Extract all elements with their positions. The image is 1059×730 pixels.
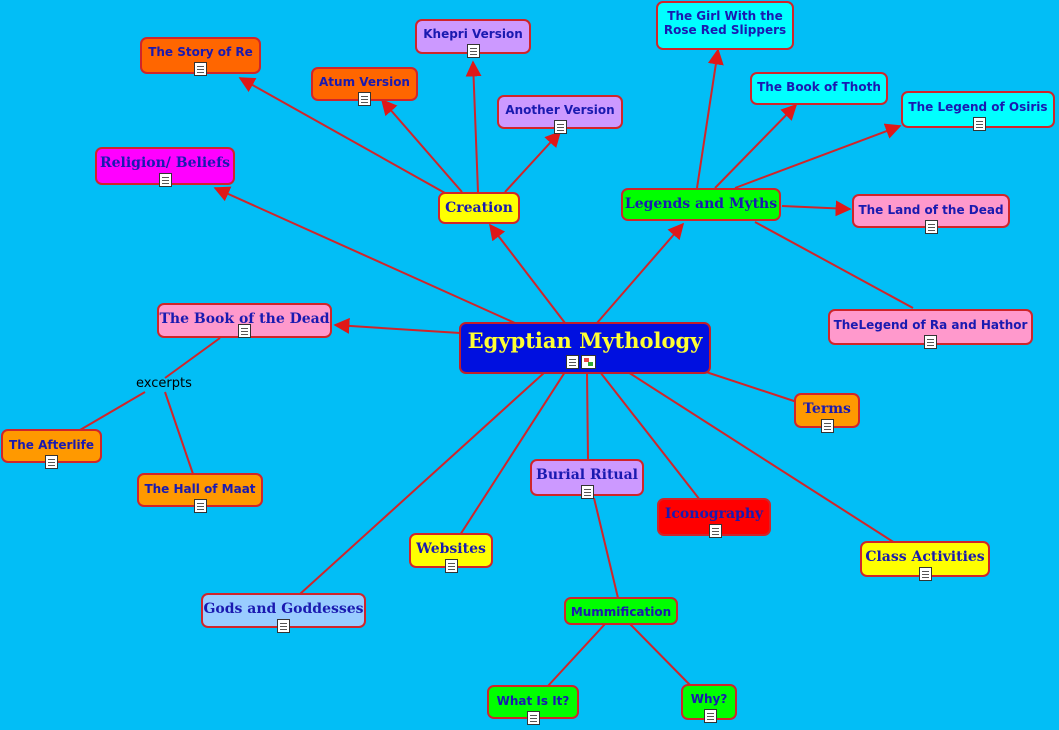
- node-creation[interactable]: Creation: [438, 192, 520, 224]
- document-icon[interactable]: [709, 524, 722, 538]
- node-label: Why?: [690, 692, 728, 706]
- node-label: The Legend of Osiris: [908, 100, 1048, 114]
- node-label: The Story of Re: [148, 45, 253, 59]
- concept-map-icon[interactable]: [581, 355, 596, 369]
- center-node-egyptian-mythology[interactable]: Egyptian Mythology: [459, 322, 711, 374]
- document-icon[interactable]: [918, 567, 932, 581]
- node-hall-of-maat[interactable]: The Hall of Maat: [137, 473, 263, 513]
- document-icon[interactable]: [526, 711, 540, 725]
- node-label: Atum Version: [319, 75, 410, 89]
- node-websites[interactable]: Websites: [409, 533, 493, 573]
- center-node-label: Egyptian Mythology: [467, 328, 703, 353]
- node-label: The Land of the Dead: [858, 203, 1004, 217]
- document-icon[interactable]: [193, 499, 207, 513]
- node-why[interactable]: Why?: [681, 684, 737, 723]
- node-label: The Book of Thoth: [757, 80, 881, 94]
- document-icon[interactable]: [194, 62, 207, 76]
- document-icon[interactable]: [238, 324, 251, 338]
- node-class-activities[interactable]: Class Activities: [860, 541, 990, 581]
- node-another-version[interactable]: Another Version: [497, 95, 623, 134]
- document-icon[interactable]: [45, 455, 58, 469]
- node-what-is-it[interactable]: What Is It?: [487, 685, 579, 725]
- node-label: Legends and Myths: [624, 196, 778, 212]
- node-mummification[interactable]: Mummification: [564, 597, 678, 625]
- document-icon[interactable]: [277, 619, 290, 633]
- document-icon[interactable]: [580, 485, 594, 499]
- node-label: Khepri Version: [423, 27, 523, 41]
- document-icon[interactable]: [924, 335, 937, 349]
- node-gods-and-goddesses[interactable]: Gods and Goddesses: [201, 593, 366, 633]
- node-label: TheLegend of Ra and Hathor: [833, 318, 1028, 332]
- node-legend-ra-hathor[interactable]: TheLegend of Ra and Hathor: [828, 309, 1033, 349]
- node-label-line2: Rose Red Slippers: [663, 23, 787, 37]
- node-terms[interactable]: Terms: [794, 393, 860, 433]
- node-label: Burial Ritual: [536, 467, 638, 483]
- document-icon[interactable]: [466, 44, 480, 58]
- node-atum-version[interactable]: Atum Version: [311, 67, 418, 106]
- document-icon[interactable]: [566, 355, 579, 369]
- node-book-of-the-dead[interactable]: The Book of the Dead: [157, 303, 332, 338]
- node-label: Creation: [445, 200, 513, 216]
- document-icon[interactable]: [553, 120, 567, 134]
- node-the-afterlife[interactable]: The Afterlife: [1, 429, 102, 469]
- node-story-of-re[interactable]: The Story of Re: [140, 37, 261, 76]
- node-label: What Is It?: [496, 694, 570, 708]
- node-label: Class Activities: [865, 549, 985, 565]
- document-icon[interactable]: [820, 419, 834, 433]
- node-girl-rose-red-slippers[interactable]: The Girl With the Rose Red Slippers: [656, 1, 794, 50]
- node-iconography[interactable]: Iconography: [657, 498, 771, 538]
- node-label-line1: The Girl With the: [667, 9, 783, 23]
- node-label: The Book of the Dead: [159, 311, 330, 327]
- node-label: Terms: [803, 401, 851, 417]
- node-label: Iconography: [664, 506, 764, 522]
- node-book-of-thoth[interactable]: The Book of Thoth: [750, 72, 888, 105]
- document-icon[interactable]: [704, 709, 717, 723]
- node-khepri-version[interactable]: Khepri Version: [415, 19, 531, 58]
- node-land-of-the-dead[interactable]: The Land of the Dead: [852, 194, 1010, 234]
- node-label: Religion/ Beliefs: [100, 155, 230, 171]
- document-icon[interactable]: [444, 559, 458, 573]
- document-icon[interactable]: [973, 117, 986, 131]
- node-burial-ritual[interactable]: Burial Ritual: [530, 459, 644, 499]
- node-label: Mummification: [570, 605, 672, 619]
- node-religion-beliefs[interactable]: Religion/ Beliefs: [95, 147, 235, 187]
- node-label: The Afterlife: [9, 438, 94, 452]
- document-icon[interactable]: [158, 173, 172, 187]
- node-label: The Hall of Maat: [144, 482, 256, 496]
- node-legends-and-myths[interactable]: Legends and Myths: [621, 188, 781, 221]
- node-legend-of-osiris[interactable]: The Legend of Osiris: [901, 91, 1055, 131]
- link-label-excerpts: excerpts: [136, 376, 192, 391]
- node-label: Gods and Goddesses: [203, 601, 364, 617]
- document-icon[interactable]: [924, 220, 938, 234]
- node-label: Websites: [416, 541, 486, 557]
- node-label: Another Version: [505, 103, 615, 117]
- document-icon[interactable]: [358, 92, 371, 106]
